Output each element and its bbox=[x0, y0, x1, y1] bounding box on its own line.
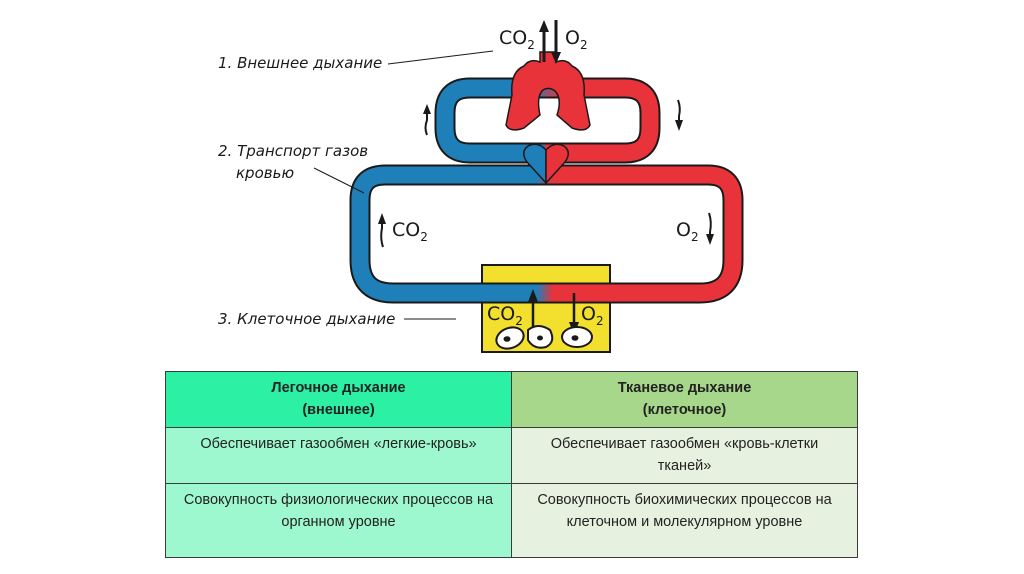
flow-arrow-up-icon bbox=[423, 104, 431, 136]
header-pulmonary-subtitle: (внешнее) bbox=[302, 402, 375, 418]
blood-co2-label: CO2 bbox=[392, 219, 428, 244]
table-cell: Совокупность биохимических процессов на … bbox=[511, 483, 858, 558]
lungs-co2-label: CO2 bbox=[499, 27, 535, 52]
comparison-table: Легочное дыхание (внешнее) Тканевое дыха… bbox=[165, 371, 858, 558]
header-pulmonary-title: Легочное дыхание bbox=[271, 380, 406, 396]
label-gas-transport-line1: 2. Транспорт газов bbox=[218, 142, 368, 160]
header-pulmonary: Легочное дыхание (внешнее) bbox=[165, 371, 512, 428]
table-row: Совокупность физиологических процессов н… bbox=[165, 483, 858, 558]
heart-icon bbox=[523, 143, 569, 185]
table-header-row: Легочное дыхание (внешнее) Тканевое дыха… bbox=[165, 371, 858, 428]
label-gas-transport-line2: кровью bbox=[236, 164, 294, 182]
systemic-circulation-loop bbox=[349, 164, 744, 304]
pulmonary-circulation-loop bbox=[434, 77, 661, 164]
co2-flow-arrow-icon bbox=[378, 213, 386, 248]
lungs-o2-label: O2 bbox=[565, 27, 588, 52]
leader-line-external bbox=[387, 50, 494, 65]
o2-flow-arrow-icon bbox=[706, 212, 714, 245]
blood-o2-label: O2 bbox=[676, 219, 699, 244]
header-tissue: Тканевое дыхание (клеточное) bbox=[511, 371, 858, 428]
leader-line-transport bbox=[313, 167, 365, 194]
label-cellular-respiration: 3. Клеточное дыхание bbox=[218, 310, 395, 328]
lungs-gas-arrows bbox=[539, 20, 561, 64]
table-cell: Совокупность физиологических процессов н… bbox=[165, 483, 512, 558]
header-tissue-title: Тканевое дыхание bbox=[617, 380, 752, 396]
flow-arrow-down-icon bbox=[675, 99, 683, 131]
table-cell: Обеспечивает газообмен «кровь-клетки тка… bbox=[511, 427, 858, 484]
lungs-icon bbox=[505, 51, 591, 131]
tissue-cells-icon bbox=[495, 325, 593, 350]
tissue-o2-label: O2 bbox=[581, 303, 604, 328]
table-cell: Обеспечивает газообмен «легкие-кровь» bbox=[165, 427, 512, 484]
label-external-respiration: 1. Внешнее дыхание bbox=[218, 54, 382, 72]
table-row: Обеспечивает газообмен «легкие-кровь» Об… bbox=[165, 427, 858, 484]
tissue-co2-label: CO2 bbox=[487, 303, 523, 328]
respiration-diagram: CO2 O2 CO2 O2 CO2 O2 1. В bbox=[218, 20, 744, 353]
header-tissue-subtitle: (клеточное) bbox=[642, 402, 727, 418]
